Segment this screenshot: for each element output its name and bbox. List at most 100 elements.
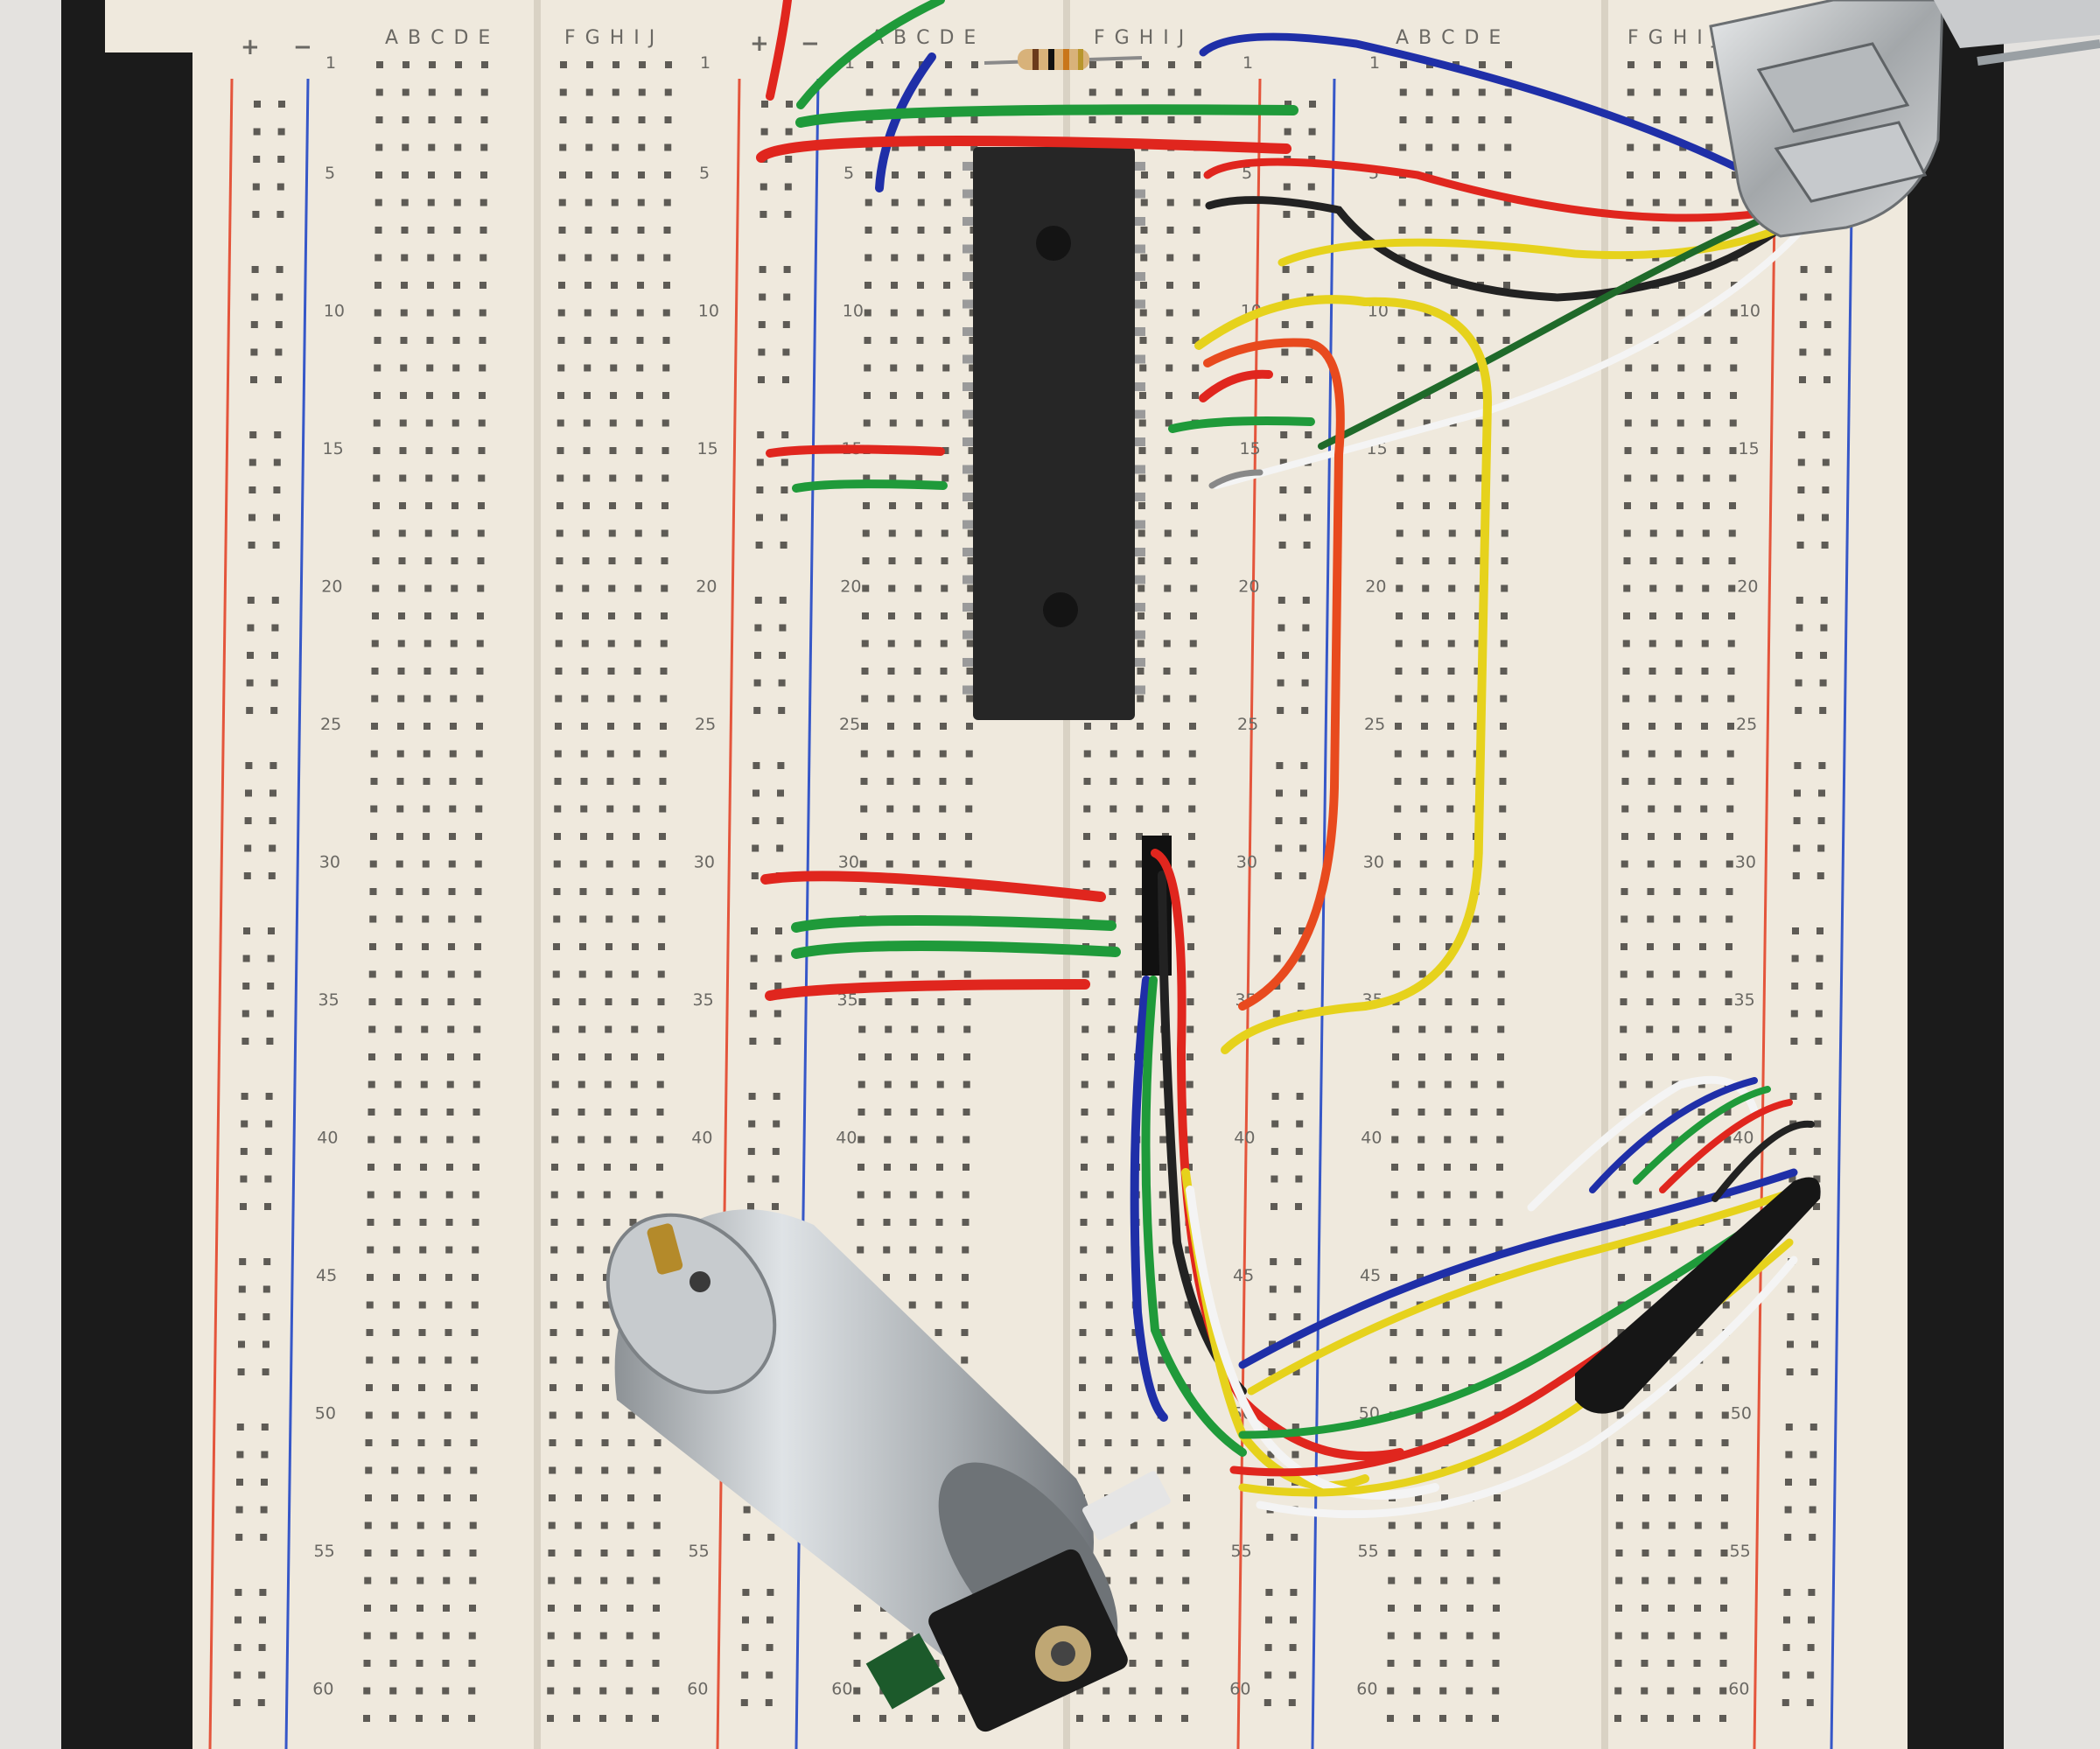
wire-red-mid [766,444,945,458]
row-number-label: 40 [1234,1129,1255,1148]
row-number-label: 20 [321,577,342,597]
row-number-label: 10 [324,302,345,321]
row-number-label: 5 [1242,164,1252,183]
row-number-label: 5 [844,164,854,183]
wire-red-loop [1203,338,1345,1011]
wire-yellow-long [1221,297,1493,1054]
row-number-label: 40 [1732,1129,1754,1148]
row-number-label: 10 [1740,302,1760,321]
loop-top-black [1712,1120,1815,1202]
row-number-label: 35 [318,990,340,1010]
row-number-label: 30 [319,853,340,872]
loop-green [1238,1203,1785,1439]
loop-top-blue [1589,1077,1758,1193]
row-number-label: 45 [1360,1266,1381,1285]
wire-red-top [766,0,792,101]
row-number-label: 55 [1730,1542,1751,1561]
row-number-label: 55 [1358,1542,1379,1561]
wire-grey-short [1208,469,1264,489]
row-number-label: 10 [1368,302,1389,321]
row-number-label: 35 [1734,990,1755,1010]
breadboard-dividers [534,0,1608,1749]
row-number-label: 60 [1356,1680,1377,1699]
row-number-label: 1 [1242,53,1253,73]
heat-shrink-sleeve [1575,1177,1821,1414]
row-number-label: 25 [695,715,716,734]
row-number-label: 5 [699,164,710,183]
loop-upper-multi [1238,1168,1798,1369]
row-number-label: 35 [693,990,714,1010]
wire-yellow-loop-top [1194,295,1369,350]
row-number-label: 15 [323,439,344,458]
row-number-label: 15 [697,439,718,458]
loop-top-red [1659,1099,1793,1193]
rail-sign-label: − [293,34,312,60]
row-number-label: 60 [831,1680,852,1699]
row-number-label: 1 [1369,53,1380,73]
row-number-label: 25 [1364,715,1385,734]
row-number-label: 10 [843,302,864,321]
wire-green-right [1318,198,1810,450]
row-number-label: 55 [1231,1542,1252,1561]
loop-white [1256,1256,1798,1519]
wire-green-lower-1 [791,914,1116,933]
row-number-label: 20 [1238,577,1259,597]
row-number-label: 30 [1363,853,1384,872]
wire-red-short-1 [1199,369,1273,402]
row-number-label: 30 [1735,853,1756,872]
wire-red-lower-2 [765,979,1090,1001]
d-sub-connector-icon [1709,0,2100,238]
row-number-label: 55 [689,1542,710,1561]
bundle-white [1186,1186,1439,1500]
wire-blue-top [875,52,936,192]
row-number-label: 25 [320,715,341,734]
row-number-label: 60 [312,1680,333,1699]
dip-40-ic-icon [962,147,1145,720]
loop-top-green [1633,1086,1771,1185]
row-number-label: 15 [1240,439,1261,458]
column-letters-label: A B C D E [1396,27,1502,49]
row-number-label: 20 [696,577,717,597]
row-number-label: 30 [694,853,715,872]
row-number-label: 40 [1361,1129,1382,1148]
wire-black-right [1205,196,1807,302]
column-letters-label: A B C D E [385,27,492,49]
row-number-label: 30 [838,853,859,872]
row-number-label: 60 [1728,1680,1749,1699]
row-number-label: 45 [316,1266,337,1285]
row-number-label: 25 [839,715,860,734]
bundle-green [1141,976,1247,1457]
row-number-label: 20 [840,577,861,597]
row-number-label: 30 [1236,853,1257,872]
rail-sign-label: + [241,34,260,60]
wire-green-lower-2 [791,940,1121,959]
row-number-label: 40 [836,1129,857,1148]
jumper-wires [756,0,1819,1519]
wire-blue-right [1199,32,1789,197]
row-number-label: 25 [1237,715,1258,734]
column-letters-label: F G H I J [1094,27,1186,49]
row-number-label: 55 [314,1542,335,1561]
row-number-label: 50 [315,1404,336,1424]
resistor-icon [984,49,1143,70]
wire-yellow-right [1278,214,1807,267]
wire-red-long [756,136,1292,163]
dc-motor-encoder-icon [606,1209,1171,1732]
row-number-label: 45 [1233,1266,1254,1285]
row-number-label: 50 [1731,1404,1752,1424]
column-letters-label: F G H I J [564,27,656,49]
wire-red-lower-1 [760,871,1106,902]
column-letters-label: F G H I J [1628,27,1719,49]
bundle-blue [1130,976,1168,1422]
row-number-label: 10 [698,302,719,321]
row-number-label: 60 [1229,1680,1250,1699]
row-number-label: 1 [326,53,336,73]
breadboard-tab [105,0,228,52]
row-number-label: 1 [700,53,710,73]
wire-green-top [796,0,945,109]
wire-white-right [1213,211,1819,489]
wire-red-right [1203,157,1789,222]
wire-green-short [1168,416,1315,433]
row-number-label: 20 [1737,577,1758,597]
